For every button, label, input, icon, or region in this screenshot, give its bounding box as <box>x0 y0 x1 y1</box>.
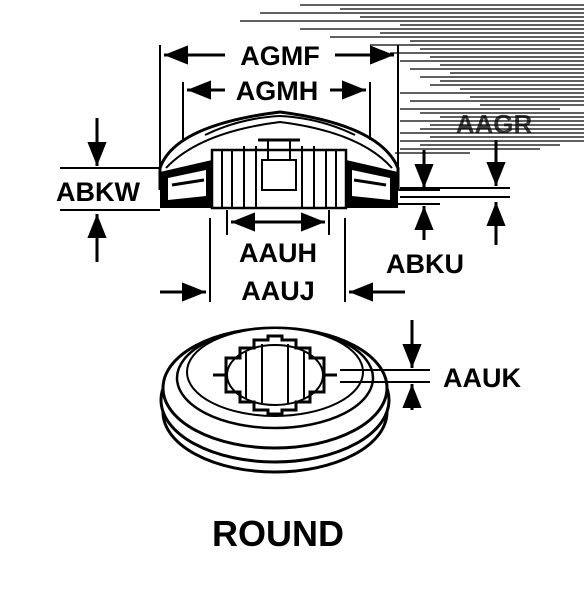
aauh-dimension: AAUH <box>226 210 330 268</box>
agmh-dimension: AGMH <box>182 76 371 140</box>
abkw-dimension: ABKW <box>56 118 160 262</box>
aauh-label: AAUH <box>239 238 317 268</box>
agmf-dimension: AGMF <box>159 41 399 170</box>
abkw-label: ABKW <box>56 177 140 207</box>
aauk-label: AAUK <box>443 363 521 393</box>
scan-streaks <box>240 4 584 154</box>
abku-dimension: ABKU <box>386 150 464 279</box>
abku-label: ABKU <box>386 249 464 279</box>
aagr-dimension: AAGR <box>400 109 532 245</box>
agmf-label: AGMF <box>240 41 319 71</box>
part-side-view <box>158 110 400 210</box>
aauj-dimension: AAUJ <box>160 218 405 306</box>
shape-caption: ROUND <box>212 513 344 554</box>
part-iso-view <box>159 326 391 474</box>
aauj-label: AAUJ <box>241 276 315 306</box>
aauk-dimension: AAUK <box>340 320 521 410</box>
agmh-label: AGMH <box>236 76 319 106</box>
aagr-label: AAGR <box>456 109 533 139</box>
